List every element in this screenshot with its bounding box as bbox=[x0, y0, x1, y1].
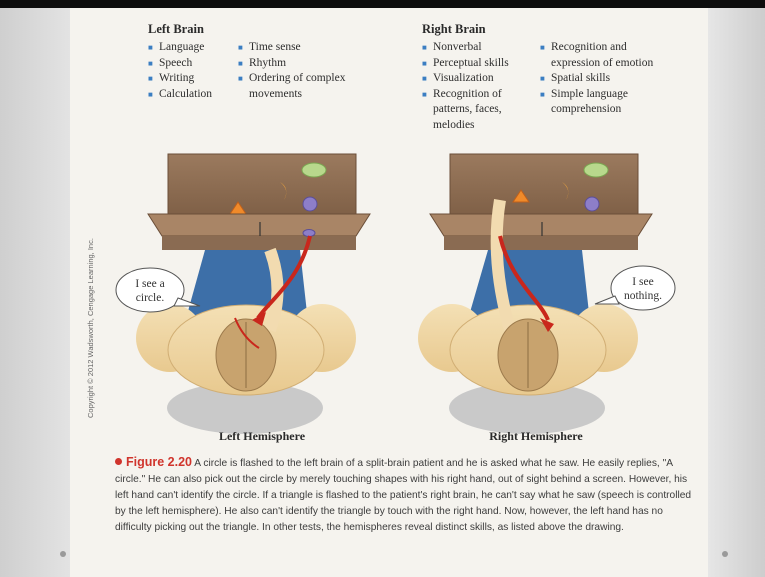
bubble-text: circle. bbox=[136, 292, 165, 304]
prev-slide-dot[interactable] bbox=[60, 551, 66, 557]
list-item-continuation: comprehension bbox=[540, 102, 653, 118]
top-bar bbox=[0, 0, 765, 8]
copyright-notice: Copyright © 2012 Wadsworth, Cengage Lear… bbox=[86, 238, 95, 418]
next-slide-dot[interactable] bbox=[722, 551, 728, 557]
list-item-continuation: patterns, faces, bbox=[422, 102, 509, 118]
figure-number: Figure 2.20 bbox=[126, 455, 192, 469]
figure-caption: Figure 2.20 A circle is flashed to the l… bbox=[115, 454, 695, 536]
left-scene: I see a circle. bbox=[116, 154, 370, 434]
table-edge bbox=[444, 236, 638, 250]
list-item: Recognition of bbox=[422, 87, 509, 103]
list-item: Rhythm bbox=[238, 56, 345, 72]
bubble-text: I see a bbox=[135, 278, 164, 290]
right-brain-col1: Nonverbal Perceptual skills Visualizatio… bbox=[422, 40, 509, 133]
bubble-tail bbox=[595, 296, 619, 304]
right-margin bbox=[708, 8, 765, 577]
table-edge bbox=[162, 236, 356, 250]
caption-text: A circle is flashed to the left brain of… bbox=[115, 458, 691, 533]
left-brain-col2: Time sense Rhythm Ordering of complex mo… bbox=[238, 40, 345, 102]
list-item: Ordering of complex bbox=[238, 71, 345, 87]
oval-shape bbox=[584, 163, 608, 177]
list-item: Language bbox=[148, 40, 212, 56]
list-item: Writing bbox=[148, 71, 212, 87]
list-item: Visualization bbox=[422, 71, 509, 87]
left-brain-heading: Left Brain bbox=[148, 22, 204, 37]
speech-bubble-right bbox=[611, 266, 675, 310]
list-item: Calculation bbox=[148, 87, 212, 103]
table bbox=[430, 214, 652, 236]
right-hemisphere-label: Right Hemisphere bbox=[446, 429, 626, 444]
right-scene: I see nothing. bbox=[418, 154, 675, 434]
right-brain-col2: Recognition and expression of emotion Sp… bbox=[540, 40, 653, 118]
list-item: Nonverbal bbox=[422, 40, 509, 56]
circle-shape bbox=[303, 197, 317, 211]
split-brain-illustration: I see a circle. I see nothing. bbox=[70, 140, 708, 440]
list-item: Recognition and bbox=[540, 40, 653, 56]
list-item: Simple language bbox=[540, 87, 653, 103]
oval-shape bbox=[302, 163, 326, 177]
left-hemisphere-label: Left Hemisphere bbox=[172, 429, 352, 444]
right-brain-heading: Right Brain bbox=[422, 22, 486, 37]
list-item: Speech bbox=[148, 56, 212, 72]
left-brain-col1: Language Speech Writing Calculation bbox=[148, 40, 212, 102]
table bbox=[148, 214, 370, 236]
bubble-text: nothing. bbox=[624, 290, 662, 302]
list-item: Perceptual skills bbox=[422, 56, 509, 72]
list-item: Time sense bbox=[238, 40, 345, 56]
screen bbox=[450, 154, 638, 220]
flashed-circle bbox=[303, 230, 315, 237]
list-item: Spatial skills bbox=[540, 71, 653, 87]
list-item-continuation: melodies bbox=[422, 118, 509, 134]
screen bbox=[168, 154, 356, 220]
list-item-continuation: expression of emotion bbox=[540, 56, 653, 72]
bubble-text: I see bbox=[632, 276, 653, 288]
list-item-continuation: movements bbox=[238, 87, 345, 103]
left-margin bbox=[0, 8, 70, 577]
figure-bullet-icon bbox=[115, 458, 122, 465]
circle-shape bbox=[585, 197, 599, 211]
